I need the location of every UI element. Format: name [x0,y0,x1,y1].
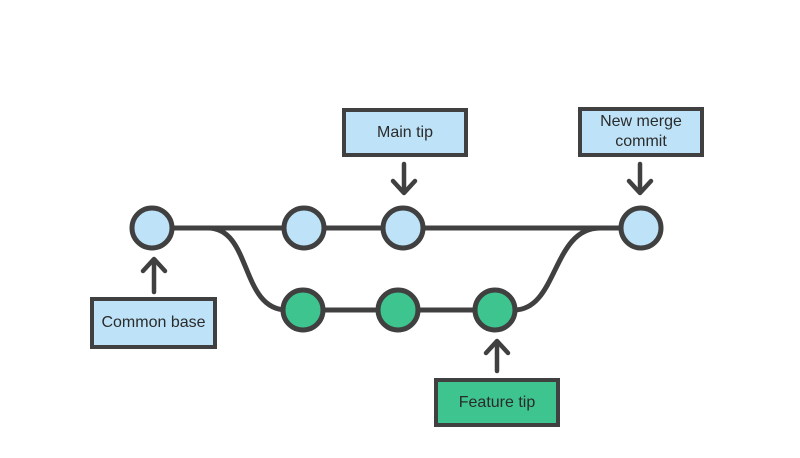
arrow-head-down-icon [626,178,654,196]
arrow-head-down-icon [390,178,418,196]
commit-node-feature-1 [280,287,326,333]
arrow-head-up-icon [483,338,511,356]
branch-out-curve [205,225,290,313]
label-feature-tip: Feature tip [434,378,560,427]
label-feature-tip-text: Feature tip [458,393,536,411]
commit-node-merge-commit [618,205,664,251]
feature-tip-arrow [483,338,511,374]
commit-node-common-base [129,205,175,251]
arrow-head-up-icon [140,256,168,274]
label-main-tip-text: Main tip [376,123,434,141]
commit-node-main-2 [281,205,327,251]
label-new-merge-commit: New merge commit [578,107,704,157]
merge-in-curve [511,225,603,313]
common-base-arrow [140,256,168,295]
new-merge-commit-arrow [626,161,654,196]
label-common-base-text: Common base [101,314,206,331]
commit-node-main-tip [380,205,426,251]
commit-node-feature-tip [472,287,518,333]
label-new-merge-commit-text: New merge commit [600,113,682,150]
label-main-tip: Main tip [342,108,468,157]
label-common-base: Common base [90,297,217,349]
commit-node-feature-2 [375,287,421,333]
main-tip-arrow [390,161,418,196]
